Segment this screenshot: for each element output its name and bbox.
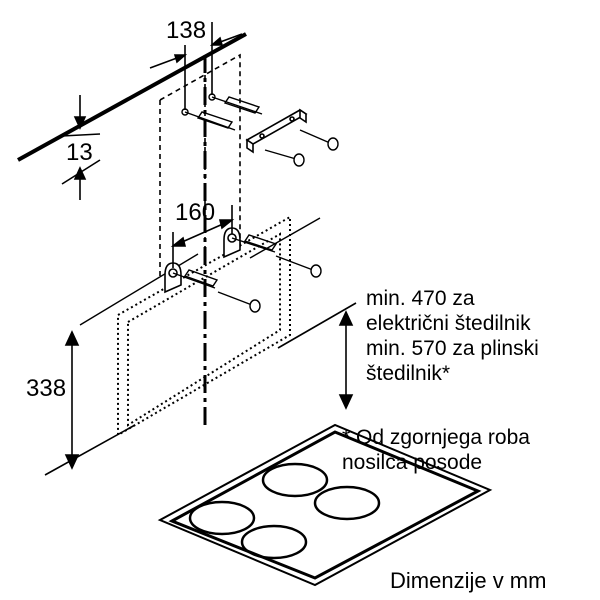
- min-height-note-line: min. 570 za plinski: [366, 337, 539, 360]
- dimension-138-label: 138: [166, 17, 207, 44]
- min-height-note-line: električni štedilnik: [366, 312, 531, 335]
- footnote: * Od zgornjega roba nosilca posode: [342, 425, 530, 475]
- ceiling-line: [17, 32, 247, 162]
- burner-back-left: [261, 462, 329, 498]
- lower-screws: [217, 255, 322, 313]
- min-height-note-line: min. 470 za: [366, 287, 475, 310]
- dimension-13-label: 13: [66, 139, 93, 166]
- footnote-line: nosilca posode: [342, 451, 483, 474]
- burner-front-left: [188, 500, 256, 536]
- footnote-line: * Od zgornjega roba: [342, 426, 530, 449]
- dimension-338-label: 338: [26, 375, 67, 402]
- burner-back-right: [313, 485, 381, 521]
- min-height-note: min. 470 za električni štedilnik min. 57…: [366, 286, 539, 386]
- dimension-338-lines: [44, 330, 136, 476]
- dimension-min-lines: [277, 302, 357, 410]
- lower-dowels: [172, 234, 278, 289]
- upper-dowels: [181, 93, 263, 131]
- wall-line-right: [249, 217, 321, 259]
- min-height-note-line: štedilnik*: [366, 362, 451, 385]
- dimension-160-label: 160: [175, 199, 216, 226]
- dimension-160-lines: [170, 205, 235, 268]
- upper-screws: [264, 129, 339, 167]
- dimension-138-lines: [149, 22, 243, 110]
- cooktop: [157, 423, 493, 587]
- dimension-13-lines: [61, 95, 101, 200]
- wall-bracket: [245, 108, 308, 154]
- burner-front-right: [240, 524, 308, 560]
- units-label: Dimenzije v mm: [390, 568, 547, 593]
- wall-line-left: [79, 253, 199, 326]
